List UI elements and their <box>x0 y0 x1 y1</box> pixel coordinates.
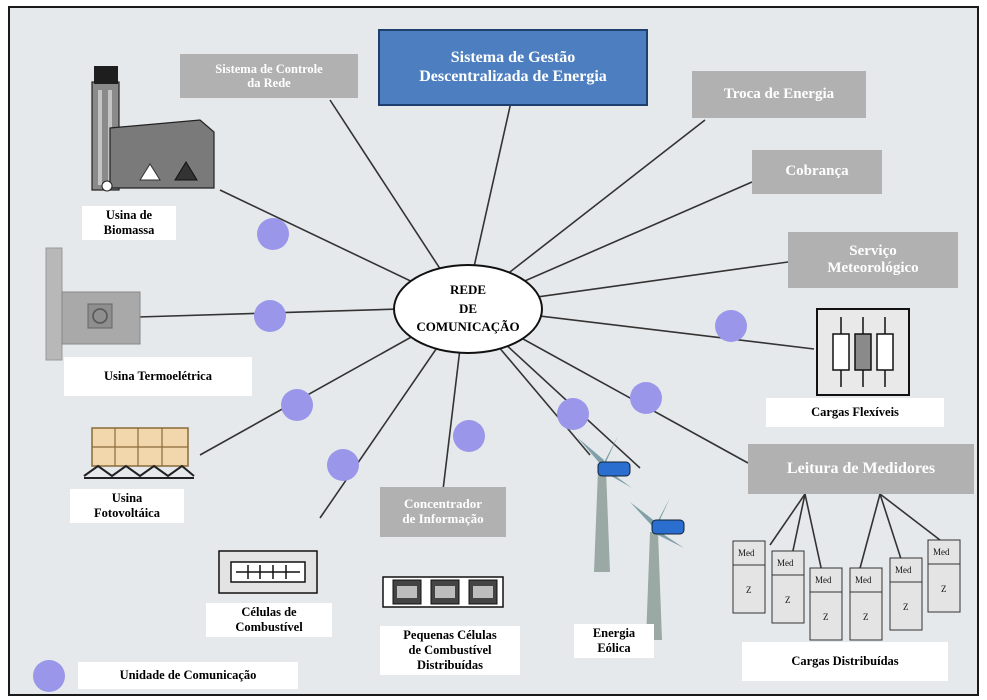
thermal-plant-icon <box>45 247 141 361</box>
line-meter-5 <box>879 493 903 563</box>
meter-label-4: Med <box>855 575 872 585</box>
meter-z-3: Z <box>823 612 829 622</box>
solar-plant-label: Usina Fotovoltáica <box>70 489 184 523</box>
weather-service-line-1: Serviço <box>849 242 897 259</box>
billing-box: Cobrança <box>752 150 882 194</box>
meter-reading-label: Leitura de Medidores <box>786 459 936 477</box>
comm-node-leitura <box>630 382 662 414</box>
meter-label-2: Med <box>777 558 794 568</box>
fuel-cells-label: Células de Combustível <box>206 603 332 637</box>
grid-control-line-2: da Rede <box>247 76 291 90</box>
meter-label-6: Med <box>933 547 950 557</box>
wind-turbines-icon <box>578 436 685 640</box>
meter-z-6: Z <box>941 584 947 594</box>
grid-control-system-box: Sistema de Controle da Rede <box>180 54 358 98</box>
small-fuel-cells-line-1: Pequenas Células <box>403 628 497 642</box>
energy-exchange-box: Troca de Energia <box>692 71 866 118</box>
comm-node-pequenas <box>453 420 485 452</box>
comm-node-eolica <box>557 398 589 430</box>
flexible-loads-label: Cargas Flexíveis <box>766 398 944 427</box>
line-meter-6 <box>879 493 941 541</box>
fuel-cells-line-2: Combustível <box>235 620 303 634</box>
meter-label-1: Med <box>738 548 755 558</box>
small-fuel-cells-line-3: Distribuídas <box>417 658 483 672</box>
small-fuel-cells-line-2: de Combustível <box>408 643 492 657</box>
distributed-loads-text: Cargas Distribuídas <box>791 654 899 668</box>
distributed-loads-label: Cargas Distribuídas <box>742 642 948 681</box>
meter-label-3: Med <box>815 575 832 585</box>
energy-exchange-label: Troca de Energia <box>723 85 835 102</box>
small-fuel-cells-icon <box>382 576 504 608</box>
meter-label-5: Med <box>895 565 912 575</box>
comm-node-termo <box>254 300 286 332</box>
line-meter-4 <box>858 493 881 573</box>
comm-node-celulas <box>327 449 359 481</box>
flexible-loads-text: Cargas Flexíveis <box>811 405 899 419</box>
small-fuel-cells-label: Pequenas Células de Combustível Distribu… <box>380 626 520 675</box>
biomass-plant-label: Usina de Biomassa <box>82 206 176 240</box>
line-meter-3 <box>804 493 823 573</box>
concentrator-line-2: de Informação <box>402 511 484 526</box>
meter-z-1: Z <box>746 585 752 595</box>
fuel-cell-icon <box>218 550 318 594</box>
hub-line-1: REDE <box>449 281 487 297</box>
comm-node-foto <box>281 389 313 421</box>
wind-line-1: Energia <box>592 626 636 640</box>
wind-energy-label: Energia Eólica <box>574 624 654 658</box>
meter-z-2: Z <box>785 595 791 605</box>
hub-line-2: DE <box>458 300 478 316</box>
grid-control-line-1: Sistema de Controle <box>215 61 323 76</box>
meter-z-5: Z <box>903 602 909 612</box>
information-concentrator-box: Concentrador de Informação <box>380 487 506 537</box>
billing-label: Cobrança <box>785 163 849 180</box>
solar-line-2: Fotovoltáica <box>94 506 160 520</box>
line-meter-2 <box>790 493 806 561</box>
biomass-line-2: Biomassa <box>103 223 155 237</box>
weather-service-line-2: Meteorológico <box>827 260 919 276</box>
solar-plant-icon <box>83 427 195 479</box>
comm-node-legend <box>33 660 65 692</box>
wind-line-2: Eólica <box>597 641 631 655</box>
fuel-cells-line-1: Células de <box>241 605 297 619</box>
thermal-plant-label: Usina Termoelétrica <box>64 357 252 396</box>
weather-service-box: Serviço Meteorológico <box>788 232 958 288</box>
communication-network-hub: REDE DE COMUNICAÇÃO <box>393 264 543 354</box>
communication-nodes <box>33 218 747 692</box>
meter-z-4: Z <box>863 612 869 622</box>
energy-management-system-box: Sistema de Gestão Descentralizada de Ene… <box>378 29 648 106</box>
legend-communication-unit-label: Unidade de Comunicação <box>78 662 298 689</box>
line-meter-1 <box>769 493 806 546</box>
energy-management-line-1: Sistema de Gestão <box>450 49 576 67</box>
biomass-plant-icon <box>91 66 215 192</box>
comm-node-biomassa <box>257 218 289 250</box>
distributed-loads-icon: Med Med Med Med Med Med Z Z Z Z Z Z <box>732 539 961 641</box>
concentrator-line-1: Concentrador <box>404 496 482 512</box>
energy-management-line-2: Descentralizada de Energia <box>419 67 607 85</box>
thermal-plant-text: Usina Termoelétrica <box>104 369 212 383</box>
flexible-loads-icon <box>816 308 910 396</box>
solar-line-1: Usina <box>111 491 143 505</box>
comm-node-flexiveis <box>715 310 747 342</box>
meter-reading-box: Leitura de Medidores <box>748 444 974 494</box>
biomass-line-1: Usina de <box>105 208 153 222</box>
hub-line-3: COMUNICAÇÃO <box>416 319 520 335</box>
legend-text: Unidade de Comunicação <box>119 668 257 682</box>
